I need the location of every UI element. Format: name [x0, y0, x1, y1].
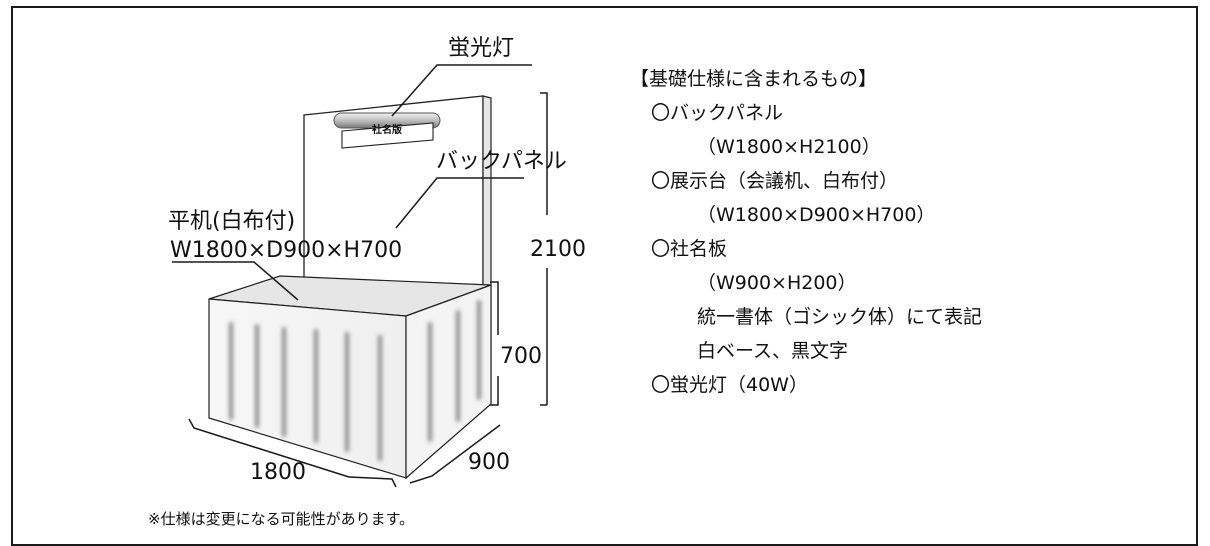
spec-item: （W900×H200）	[697, 272, 857, 294]
height-table-label: 700	[500, 344, 542, 369]
company-sign	[341, 122, 434, 149]
table-size-label: W1800×D900×H700	[170, 238, 403, 263]
height-total-label: 2100	[530, 237, 586, 262]
spec-heading: 【基礎仕様に含まれるもの】	[630, 68, 878, 90]
spec-item: 統一書体（ゴシック体）にて表記	[697, 306, 983, 328]
dimension-lines	[188, 92, 548, 488]
sign-text: 社名版	[372, 125, 402, 136]
spec-item: 〇バックパネル	[651, 102, 784, 124]
tablecloth-folds	[229, 300, 481, 461]
spec-item: 白ベース、黒文字	[697, 340, 849, 362]
leader-lines	[172, 64, 532, 301]
depth-label: 900	[468, 450, 510, 475]
light-label: 蛍光灯	[448, 36, 515, 61]
width-label: 1800	[250, 460, 306, 485]
table-name-label: 平机(白布付)	[168, 209, 296, 234]
spec-item: （W1800×H2100）	[697, 136, 881, 158]
back-panel-label: バックパネル	[436, 149, 567, 174]
exhibit-table	[208, 275, 492, 480]
spec-item: 〇蛍光灯（40W）	[651, 374, 808, 396]
spec-item: 〇社名板	[651, 238, 728, 260]
spec-item: 〇展示台（会議机、白布付）	[651, 170, 899, 192]
spec-item: （W1800×D900×H700）	[697, 204, 936, 226]
disclaimer-note: ※仕様は変更になる可能性があります。	[148, 510, 415, 528]
